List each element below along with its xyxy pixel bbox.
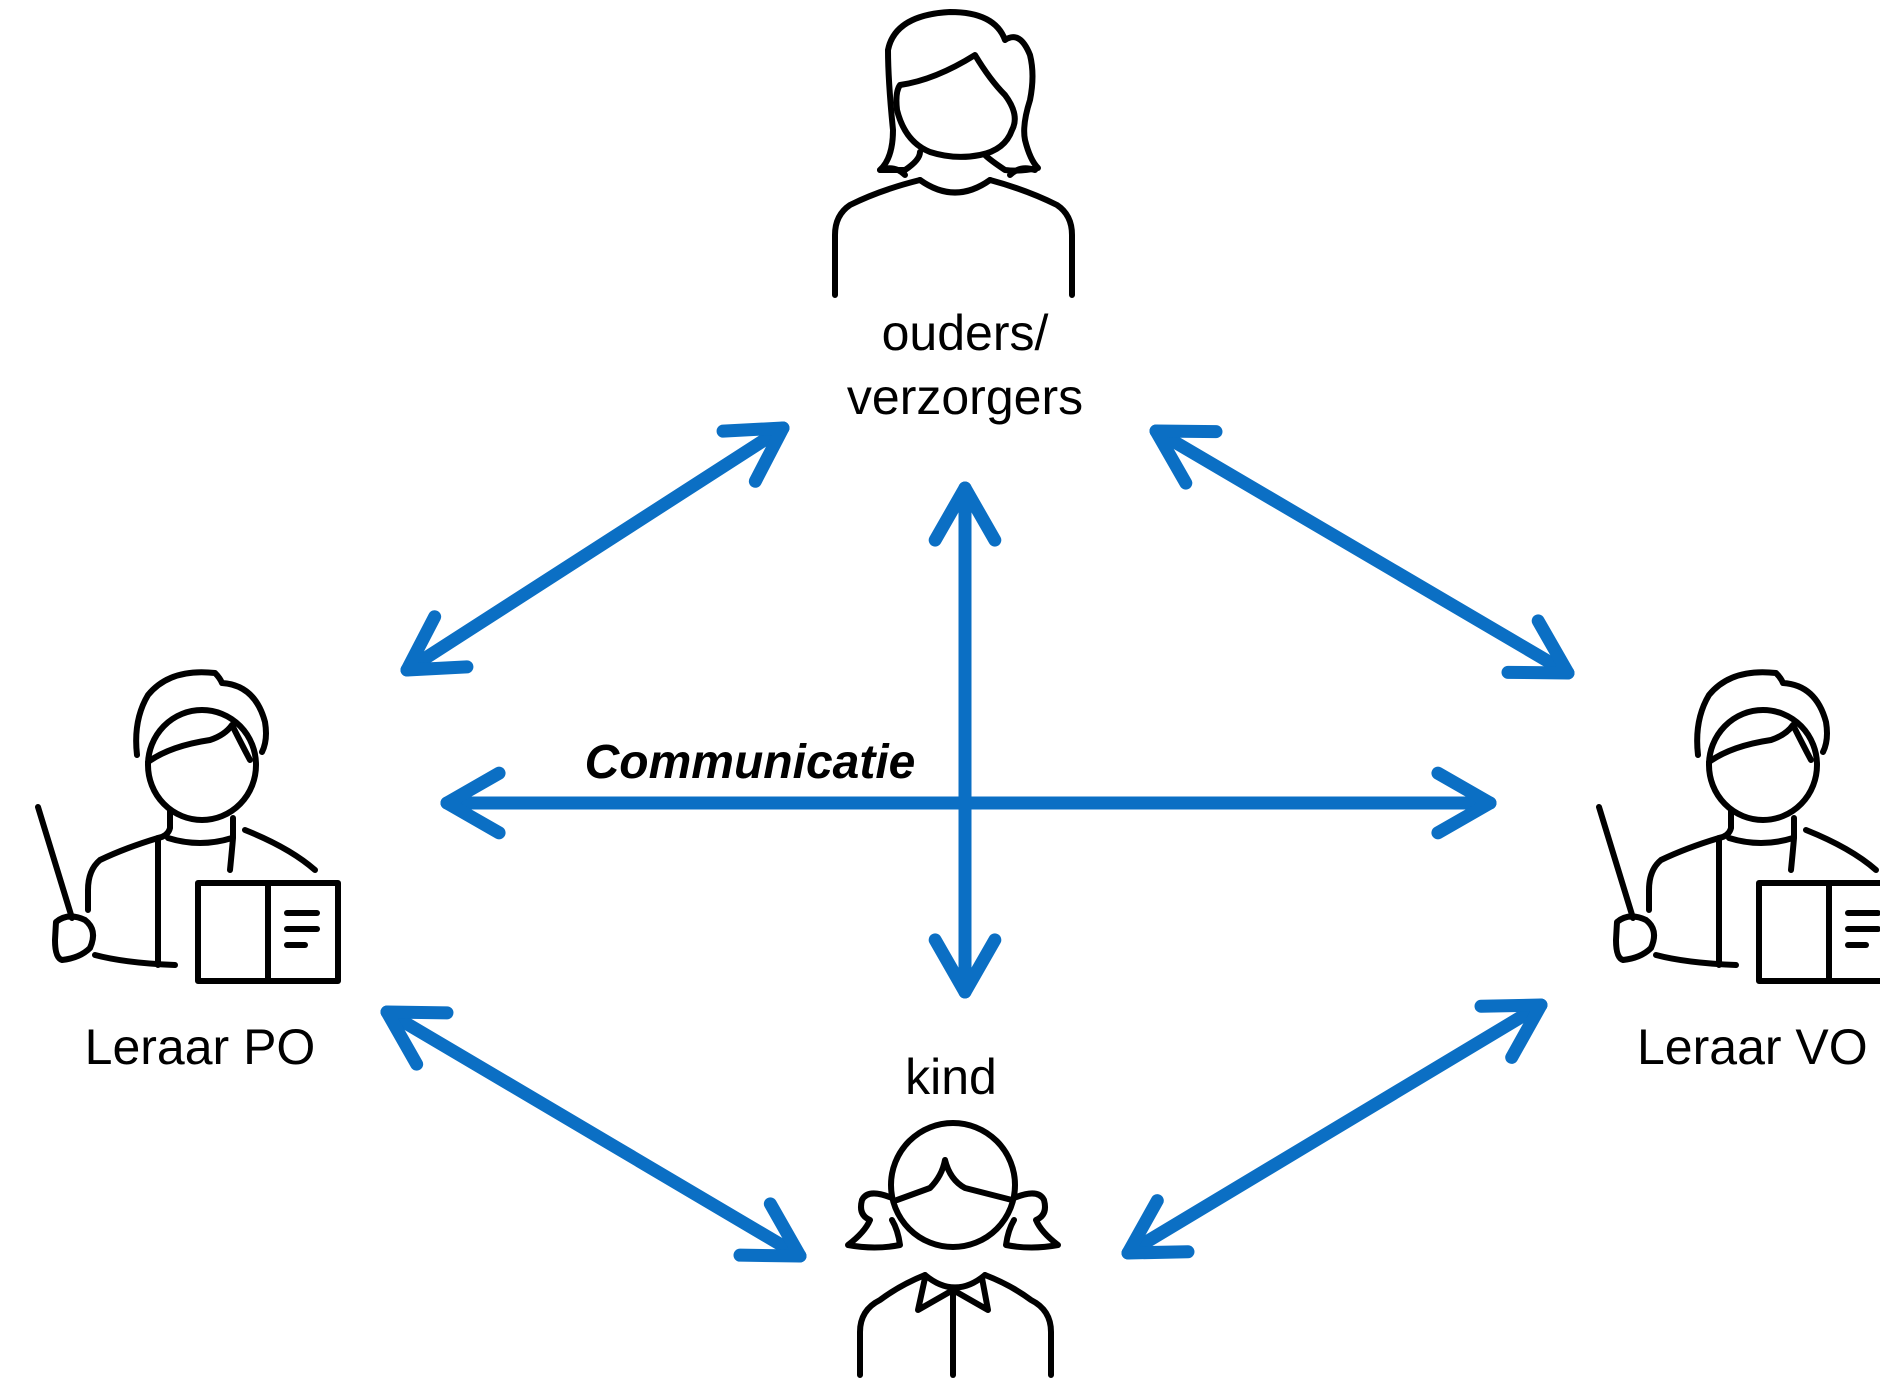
woman-icon (832, 9, 1075, 298)
parents-label-line1: ouders/ (882, 305, 1049, 361)
child-label: kind (905, 1049, 997, 1105)
arrow-head (716, 421, 790, 488)
arrow-head (1474, 998, 1548, 1064)
arrow-head (1121, 1194, 1195, 1260)
arrow-parents-child (928, 481, 1002, 999)
arrow-teacher-po-child (380, 1005, 807, 1263)
arrow-head (380, 1005, 454, 1071)
arrow-shaft (1121, 998, 1548, 1260)
arrow-shaft (380, 1005, 807, 1263)
arrow-head (400, 610, 474, 677)
parents-label-line2: verzorgers (847, 369, 1083, 425)
teacher-icon (35, 669, 341, 984)
arrow-teacher-po-parents (400, 421, 790, 677)
teacher-vo-label: Leraar VO (1637, 1019, 1868, 1075)
arrow-head (440, 766, 506, 840)
arrow-head (733, 1197, 807, 1263)
arrow-head (928, 933, 1002, 999)
arrow-child-teacher-vo (1121, 998, 1548, 1260)
teacher-po-label: Leraar PO (85, 1019, 316, 1075)
teacher-icon (1596, 669, 1880, 984)
arrow-head (928, 481, 1002, 547)
communication-label: Communicatie (585, 736, 916, 789)
arrow-shaft (400, 421, 790, 677)
arrow-parents-teacher-vo (1149, 424, 1575, 680)
arrow-teacher-po-teacher-vo (440, 766, 1497, 840)
arrow-head (1501, 614, 1575, 680)
arrow-head (1149, 424, 1223, 490)
girl-icon (845, 1120, 1061, 1378)
arrows-layer (380, 421, 1575, 1263)
arrow-shaft (1149, 424, 1575, 680)
arrow-head (1431, 766, 1497, 840)
